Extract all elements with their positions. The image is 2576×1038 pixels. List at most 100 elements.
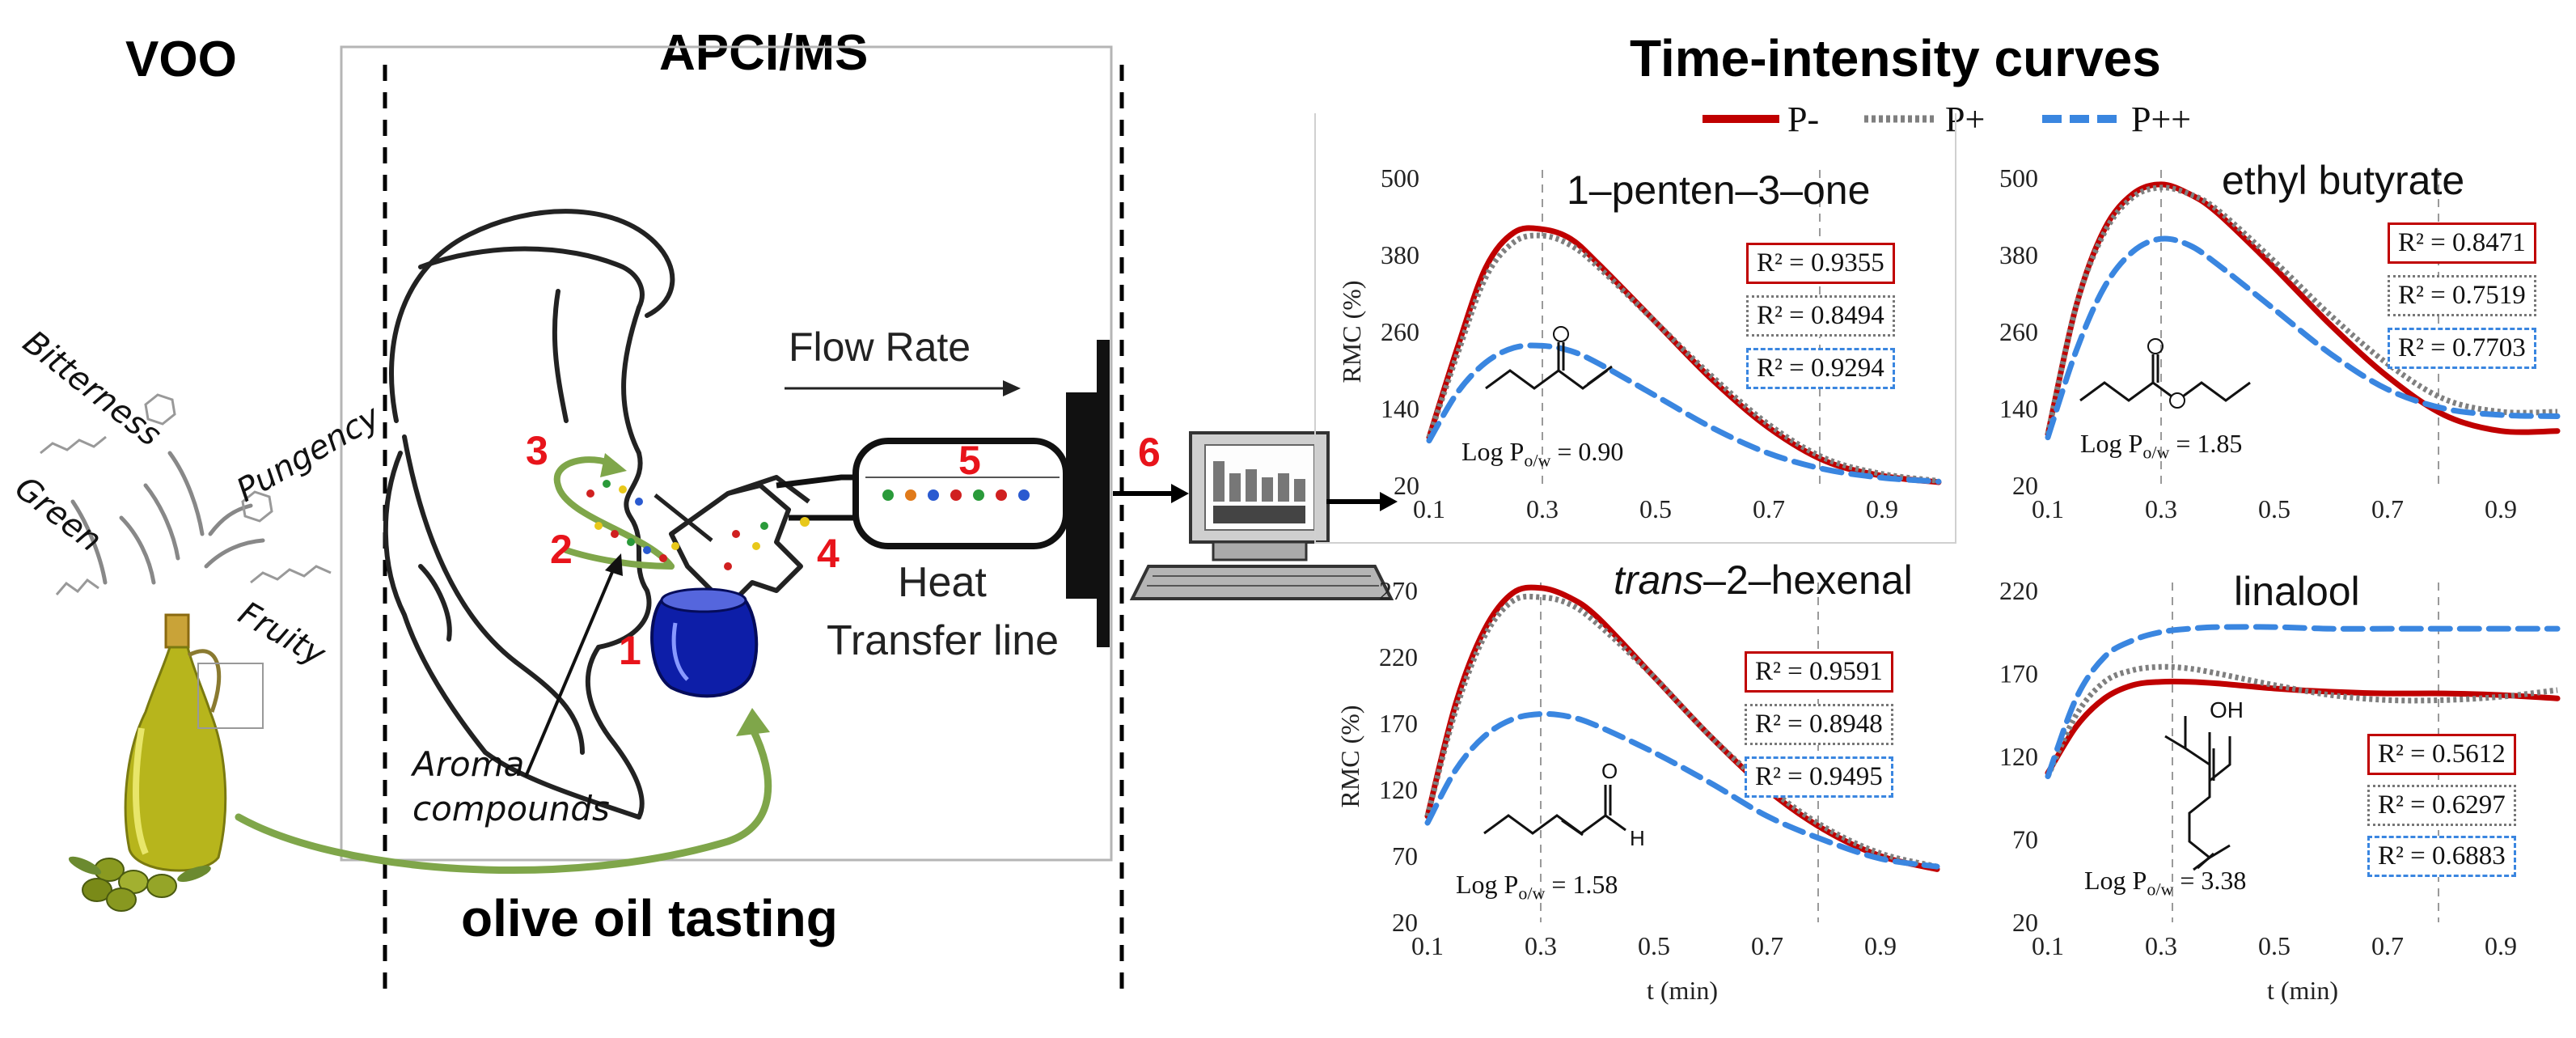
chart-3-y-tick: 170: [1379, 709, 1418, 738]
chart-4-r2-p-plus: R² = 0.6297: [2367, 785, 2516, 826]
chart-4-molecule: OH: [2164, 697, 2244, 871]
step-4: 4: [817, 531, 840, 576]
chart-2-x-tick: 0.7: [2371, 494, 2404, 523]
chart-2-x-tick: 0.3: [2145, 494, 2177, 523]
chart-3-y-tick: 220: [1379, 642, 1418, 672]
apci-frame: [340, 45, 1113, 862]
step-5: 5: [958, 438, 981, 483]
chart-2-r2-p-plus: R² = 0.7519: [2388, 275, 2536, 316]
step-2: 2: [550, 527, 573, 572]
chart-2-series-p-plus: [2045, 184, 2558, 435]
olives: [68, 856, 211, 912]
tasting-glass: [650, 587, 759, 698]
chart-1-y-tick: 140: [1381, 394, 1419, 423]
chart-1-r2-p-minus: R² = 0.9355: [1746, 243, 1895, 284]
chart-3-x-tick: 0.5: [1638, 931, 1670, 960]
step-6: 6: [1138, 430, 1161, 475]
chart-4-x-tick: 0.3: [2145, 931, 2177, 960]
chart-3-series-p-plusplus: [1424, 710, 1940, 870]
head-sketch: [383, 209, 675, 820]
chart-1-x-tick: 0.1: [1413, 494, 1445, 523]
chart-3-y-tick: 270: [1379, 576, 1418, 605]
chart-4-r2-p-minus: R² = 0.5612: [2367, 734, 2516, 775]
chart-4-x-tick: 0.9: [2485, 931, 2517, 960]
chart-2-y-tick: 500: [1999, 163, 2038, 193]
chart-2-series-p-plusplus: [2045, 235, 2561, 441]
chart-1-x-tick: 0.3: [1526, 494, 1559, 523]
chart-4-x-tick: 0.1: [2032, 931, 2064, 960]
chart-3-molecule: OH: [1483, 759, 1645, 850]
nose-connector: [654, 475, 810, 609]
chart-2-r2-p-minus: R² = 0.8471: [2388, 222, 2536, 264]
computer: [1129, 431, 1394, 600]
chart-1-r2-p-plusplus: R² = 0.9294: [1746, 348, 1895, 389]
chart-2-molecule: [2079, 338, 2251, 409]
chart-4-logp: Log Po/w = 3.38: [2084, 866, 2247, 900]
chart-1-logp: Log Po/w = 0.90: [1461, 437, 1624, 471]
flow-rate-label: Flow Rate: [789, 324, 971, 370]
chart-3-title: trans–2–hexenal: [1614, 557, 1913, 603]
data-arrows: [1113, 484, 1398, 511]
flow-arrow: [785, 380, 1021, 396]
apci-header: APCI/MS: [659, 25, 869, 81]
chart-4-r2-p-plusplus: R² = 0.6883: [2367, 836, 2516, 877]
process-diagram: [40, 45, 1398, 991]
chart-3-y-tick: 20: [1392, 908, 1418, 937]
chart-1-y-tick: 380: [1381, 240, 1419, 269]
legend-label-p-plusplus: P++: [2131, 100, 2192, 139]
legend-label-p-minus: P-: [1787, 100, 1820, 139]
aroma-flow-arrows: [553, 456, 675, 570]
chart-1-title: 1–penten–3–one: [1567, 167, 1871, 213]
chart-4-series-p-plus: [2045, 663, 2558, 778]
chart-3-y-tick: 120: [1379, 775, 1418, 804]
chart-3-series-p-minus: [1424, 584, 1940, 872]
legend: P- P+ P++: [1703, 99, 2269, 147]
chart-3-x-tick: 0.1: [1411, 931, 1444, 960]
chart-1-y-tick: 20: [1394, 471, 1419, 500]
chart-2-y-tick: 140: [1999, 394, 2038, 423]
chart-2-x-tick: 0.1: [2032, 494, 2064, 523]
chart-4-title: linalool: [2234, 569, 2360, 614]
chart-4-series-p-plusplus: [2045, 624, 2561, 780]
chart-2-y-tick: 380: [1999, 240, 2038, 269]
chart-1-y-tick: 500: [1381, 163, 1419, 193]
chart-3-x-tick: 0.9: [1864, 931, 1897, 960]
chart-3-logp: Log Po/w = 1.58: [1456, 870, 1618, 904]
voo-header: VOO: [125, 32, 237, 87]
legend-label-p-plus: P+: [1945, 100, 1986, 139]
chart-1-series-p-plus: [1426, 232, 1939, 484]
compounds-label: compounds: [412, 789, 610, 828]
olive-oil-bottle: [124, 613, 264, 872]
chart-4-x-tick: 0.7: [2371, 931, 2404, 960]
sensory-arcs: [70, 451, 265, 585]
chart-4-series-p-minus: [2045, 678, 2561, 776]
transfer-line-arm: [776, 474, 857, 521]
tasting-arrow: [235, 724, 772, 874]
step-1: 1: [619, 628, 641, 673]
chart-4-y-tick: 70: [2012, 825, 2038, 854]
svg-text:O: O: [1601, 759, 1618, 783]
chart-1-x-tick: 0.5: [1639, 494, 1672, 523]
time-intensity-header: Time-intensity curves: [1630, 29, 2161, 87]
chart-4-x-tick: 0.5: [2258, 931, 2290, 960]
chart-1-x-tick: 0.9: [1866, 494, 1898, 523]
chart-3-y-tick: 70: [1392, 841, 1418, 871]
chart-2-title: ethyl butyrate: [2222, 158, 2465, 203]
chart-4-y-tick: 220: [1999, 576, 2038, 605]
chart-1-y-tick: 260: [1381, 317, 1419, 346]
chart-3-y-label: RMC (%): [1335, 705, 1364, 807]
chart-1-molecule: [1485, 326, 1613, 390]
chart-3-r2-p-minus: R² = 0.9591: [1745, 651, 1893, 693]
aroma-pointer: [524, 553, 623, 777]
step-3: 3: [526, 428, 548, 473]
chart-3-x-tick: 0.7: [1751, 931, 1783, 960]
chart-1-x-tick: 0.7: [1753, 494, 1785, 523]
